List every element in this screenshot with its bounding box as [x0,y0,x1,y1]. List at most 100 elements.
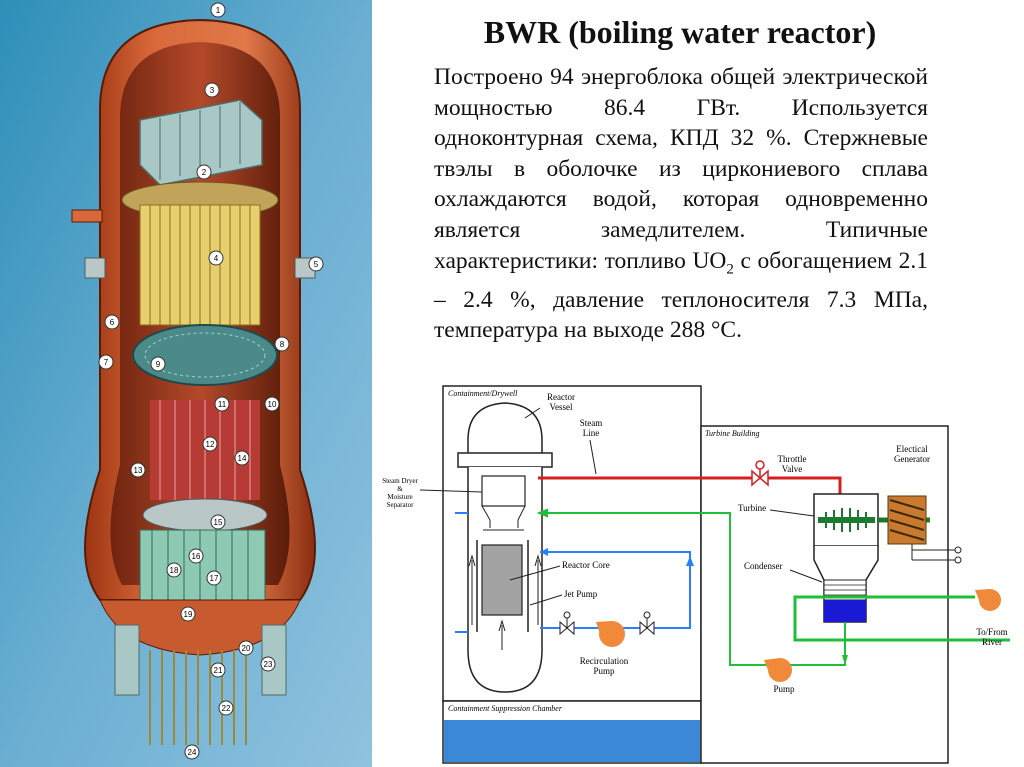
feedwater-nozzle-left [84,257,106,279]
recirculation-valve-1 [559,611,575,636]
bwr-schematic: Containment/Drywell Containment Suppress… [382,385,1010,764]
callout-circle-9 [150,356,166,372]
leader-reactor-core [509,565,561,581]
leader-reactor-vessel [524,407,541,419]
label-throttle-valve: Throttle Valve [778,454,807,474]
callout-label-7: 7 [104,358,109,367]
callout-circle-1 [210,2,226,18]
vessel-flange [457,452,553,468]
svg-text:Throttle: Throttle [778,454,807,464]
svg-text:&: & [397,485,403,493]
flow-arrow-up-mid [498,619,506,650]
label-electrical-generator: Electical Generator [894,444,930,464]
label-jet-pump: Jet Pump [564,589,598,599]
callout-circle-21 [210,662,226,678]
callout-label-1: 1 [216,6,221,15]
svg-text:Line: Line [583,428,600,438]
callout-circle-19 [180,606,196,622]
svg-text:To/From: To/From [976,627,1007,637]
callout-label-20: 20 [242,644,251,653]
separator-funnel [481,505,526,528]
svg-text:Pump: Pump [593,666,615,676]
svg-text:Vessel: Vessel [550,402,573,412]
callout-circle-13 [130,462,146,478]
svg-text:River: River [982,637,1002,647]
callout-label-9: 9 [156,360,161,369]
callout-label-6: 6 [110,318,115,327]
svg-text:Moisture: Moisture [387,493,412,501]
feedwater-line [540,512,846,666]
throttle-valve [751,460,769,487]
callout-circle-11 [214,396,230,412]
leader-condenser [789,569,823,583]
leader-turbine [769,509,815,517]
label-reactor-core: Reactor Core [562,560,610,570]
callout-circle-2 [196,164,212,180]
callout-circle-20 [238,640,254,656]
river-pump [975,589,1001,611]
flow-arrow-up-left [468,554,476,625]
recirculation-pump [596,621,625,647]
fuel-assemblies [150,400,260,500]
steam-dryer-box [481,475,526,507]
callout-label-16: 16 [192,552,201,561]
svg-text:Recirculation: Recirculation [580,656,629,666]
callout-label-18: 18 [170,566,179,575]
description-paragraph: Построено 94 энергоблока общей электриче… [434,62,928,346]
callout-circle-3 [204,82,220,98]
label-to-from-river: To/From River [976,627,1007,647]
callout-label-24: 24 [188,748,197,757]
feedwater-pump [764,658,792,682]
callout-label-11: 11 [218,400,227,409]
core-top-guide [132,324,278,386]
label-steam-line: Steam Line [580,418,603,438]
recirculation-valve-2 [639,611,655,636]
callout-label-14: 14 [238,454,247,463]
callout-circle-17 [206,570,222,586]
turbine-building-label: Turbine Building [705,429,759,438]
callout-label-10: 10 [268,400,277,409]
callout-circle-7 [98,354,114,370]
callout-label-2: 2 [202,168,207,177]
svg-text:Electical: Electical [896,444,928,454]
leader-steam-line [589,439,597,475]
suppression-pool [444,720,700,762]
callout-label-21: 21 [214,666,223,675]
callout-label-23: 23 [264,660,273,669]
recirc-pump-left [114,624,140,696]
label-steam-dryer: Steam Dryer & Moisture Separator [382,477,418,509]
page-title: BWR (boiling water reactor) [483,14,877,50]
callout-label-15: 15 [214,518,223,527]
reactor-vessel [467,402,543,456]
containment-label: Containment/Drywell [448,389,518,398]
condenser-hotwell [824,600,866,622]
description-text-2: с обогащением 2.1 – 2.4 %, давление тепл… [434,247,929,344]
callout-label-17: 17 [210,574,219,583]
leader-jet-pump [529,594,563,606]
callout-circle-8 [274,336,290,352]
callout-label-22: 22 [222,704,231,713]
svg-text:Steam: Steam [580,418,603,428]
description-subscript: 2 [726,261,734,278]
callout-circle-24 [184,744,200,760]
callout-circle-4 [208,250,224,266]
svg-text:Valve: Valve [782,464,803,474]
svg-text:Reactor: Reactor [547,392,575,402]
steam-nozzle [71,209,103,223]
callout-label-3: 3 [210,86,215,95]
callout-circle-6 [104,314,120,330]
callout-label-19: 19 [184,610,193,619]
callout-circle-23 [260,656,276,672]
cooling-water-loop [793,595,975,642]
callout-circle-15 [210,514,226,530]
label-condenser: Condenser [744,561,783,571]
electrical-generator [887,495,962,564]
callout-label-12: 12 [206,440,215,449]
svg-text:Steam Dryer: Steam Dryer [382,477,418,485]
callout-circle-12 [202,436,218,452]
reactor-core [481,544,523,616]
callout-circle-18 [166,562,182,578]
callout-circle-22 [218,700,234,716]
